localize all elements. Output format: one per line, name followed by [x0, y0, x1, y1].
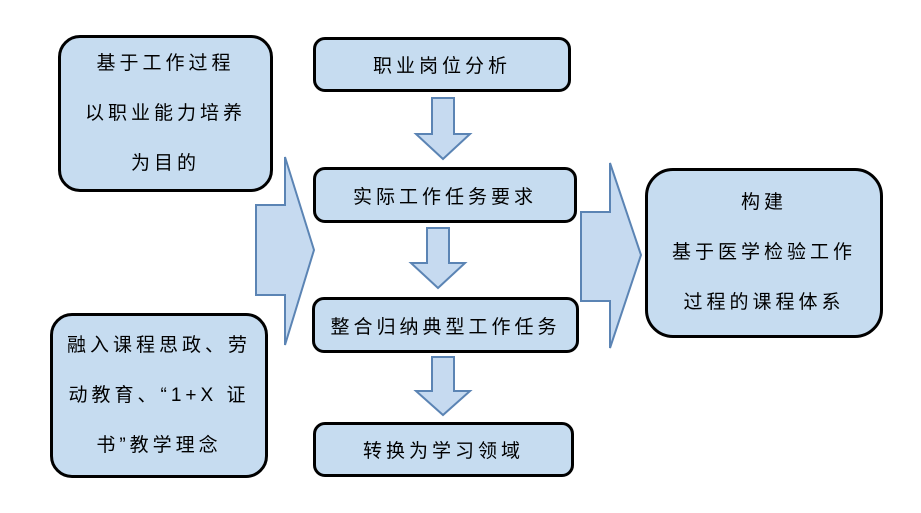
premise-line: 动教育、“1+X 证	[68, 384, 250, 406]
premise-line: 融入课程思政、劳	[66, 334, 251, 356]
down-arrow-icon-1	[413, 97, 473, 161]
premise-line: 书”教学理念	[96, 434, 222, 456]
down-arrow-icon-2	[408, 227, 468, 290]
step-box-typical-tasks: 整合归纳典型工作任务	[312, 297, 579, 353]
step-label: 实际工作任务要求	[352, 186, 537, 208]
right-arrow-icon-right	[580, 162, 643, 349]
result-box-curriculum-system: 构建 基于医学检验工作 过程的课程体系	[645, 168, 883, 338]
step-box-task-requirements: 实际工作任务要求	[313, 167, 577, 223]
down-arrow-icon-3	[413, 356, 473, 417]
result-line: 过程的课程体系	[683, 292, 845, 313]
premise-box-teaching-concept: 融入课程思政、劳 动教育、“1+X 证 书”教学理念	[50, 313, 268, 478]
step-box-learning-fields: 转换为学习领域	[313, 422, 574, 477]
premise-line: 基于工作过程	[96, 52, 235, 74]
step-label: 转换为学习领域	[362, 441, 524, 462]
premise-line: 以职业能力培养	[84, 102, 246, 124]
step-label: 整合归纳典型工作任务	[330, 316, 561, 338]
premise-line: 为目的	[130, 152, 200, 174]
step-label: 职业岗位分析	[372, 56, 511, 77]
result-line: 构建	[740, 192, 787, 213]
step-box-job-analysis: 职业岗位分析	[313, 37, 571, 92]
result-line: 基于医学检验工作	[671, 242, 856, 263]
right-arrow-icon-left	[255, 156, 316, 346]
premise-box-work-process: 基于工作过程 以职业能力培养 为目的	[58, 35, 273, 192]
